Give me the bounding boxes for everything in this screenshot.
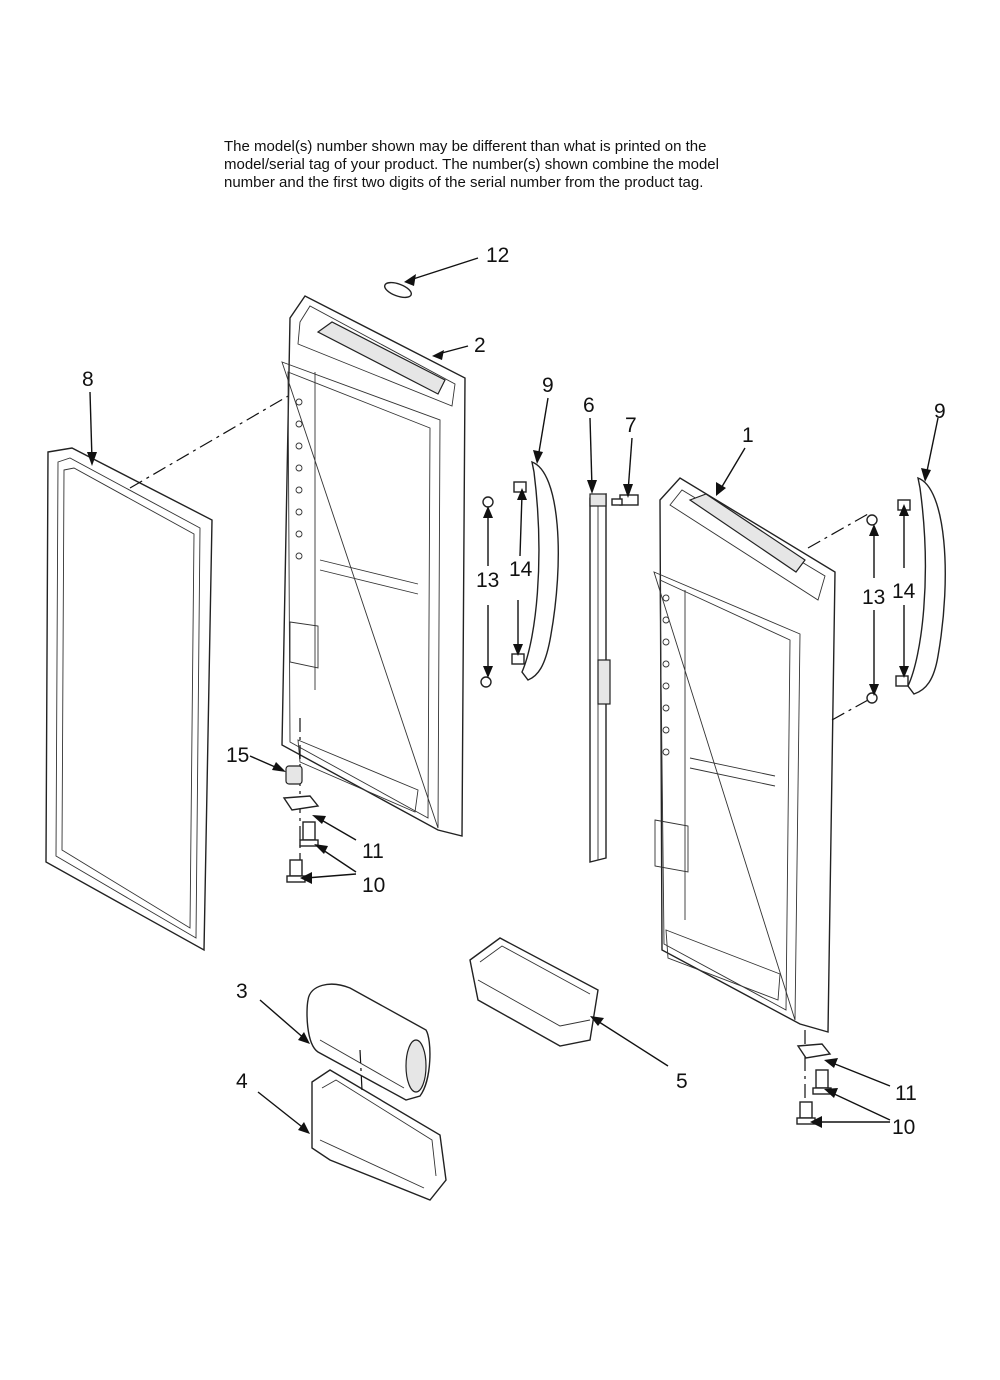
model-number-note: The model(s) number shown may be differe…: [224, 138, 844, 192]
callout-9-right: 9: [934, 400, 946, 423]
arrowheads: [87, 274, 931, 1134]
bin-part-4: [311, 1069, 447, 1201]
callout-13-right: 13: [862, 586, 885, 609]
bin-cover-part-3: [306, 983, 431, 1101]
callout-8: 8: [82, 368, 94, 391]
rail-part-6: [589, 493, 611, 863]
callout-11-right: 11: [895, 1082, 917, 1105]
right-door-liner-part-1: [653, 477, 836, 1033]
callout-7: 7: [625, 414, 637, 437]
door-bin-part-5: [469, 937, 599, 1047]
bracket-part-15: [285, 765, 303, 785]
callout-3: 3: [236, 980, 248, 1003]
callout-11-left: 11: [362, 840, 384, 863]
callout-6: 6: [583, 394, 595, 417]
callout-10-left: 10: [362, 874, 385, 897]
screws-part-10-right: [796, 1069, 832, 1125]
screws-part-10-left: [286, 821, 319, 883]
callout-9-left: 9: [542, 374, 554, 397]
note-line-1: The model(s) number shown may be differe…: [224, 138, 707, 155]
note-line-3: number and the first two digits of the s…: [224, 174, 704, 191]
hinge-plate-part-11-right: [796, 1043, 832, 1059]
callout-13-left: 13: [476, 569, 499, 592]
callout-5: 5: [676, 1070, 688, 1093]
callout-12: 12: [486, 244, 509, 267]
leader-lines: [89, 257, 939, 1131]
callout-2: 2: [474, 334, 486, 357]
hinge-plate-part-11-left: [282, 795, 320, 811]
left-door-liner-part-2: [281, 295, 466, 837]
door-gasket-part-8: [45, 447, 213, 952]
callout-labels: 12 2 8 9 6 7 1 9 13 14 13 14 15 11 10 3 …: [82, 244, 946, 1139]
callout-14-left: 14: [509, 558, 533, 581]
callout-1: 1: [742, 424, 754, 447]
note-line-2: model/serial tag of your product. The nu…: [224, 156, 719, 173]
callout-15: 15: [226, 744, 249, 767]
callout-10-right: 10: [892, 1116, 915, 1139]
callout-14-right: 14: [892, 580, 916, 603]
cap-part-12: [383, 281, 413, 299]
callout-4: 4: [236, 1070, 248, 1093]
screw-part-7: [611, 494, 639, 506]
